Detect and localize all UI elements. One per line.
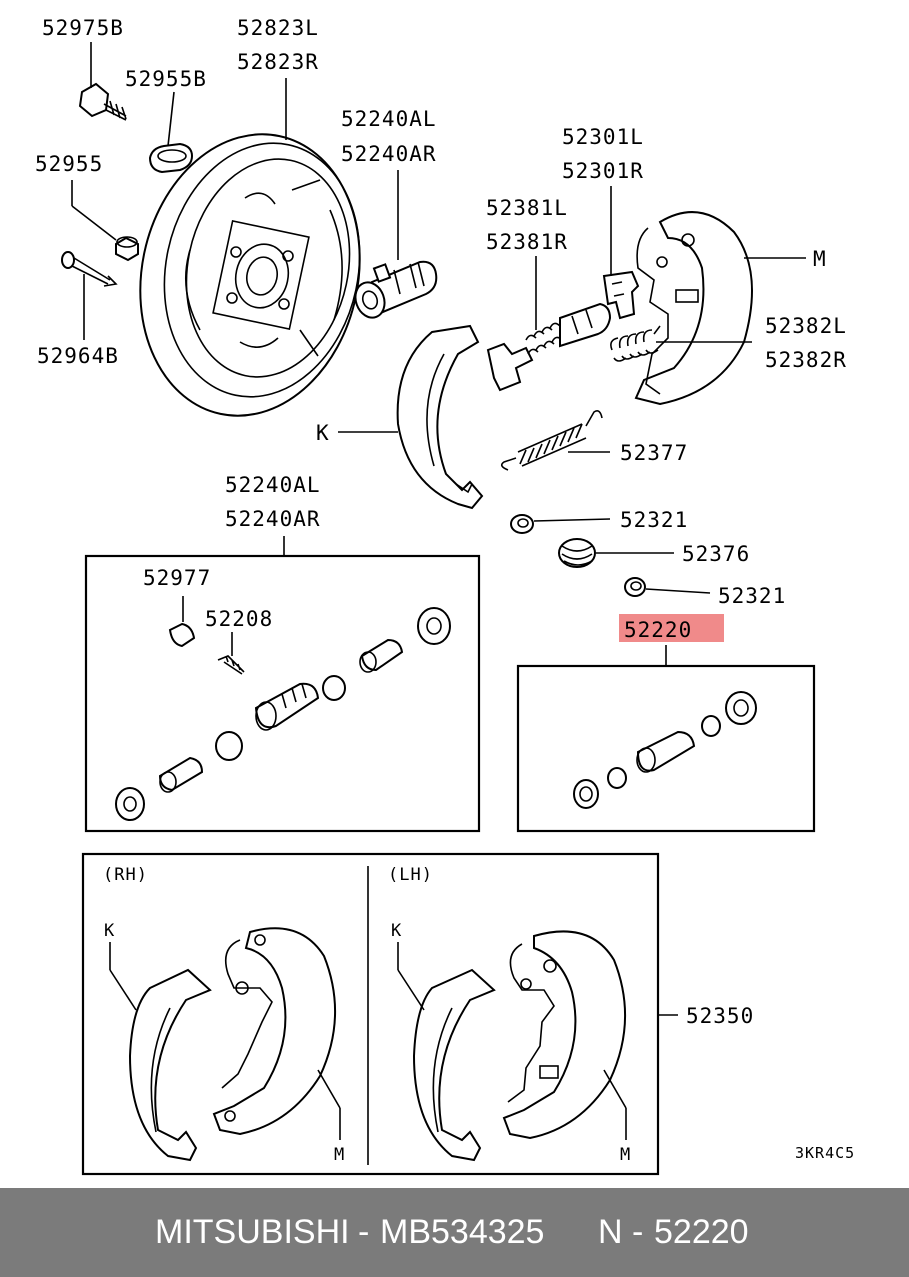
label-rh: (RH) <box>103 865 148 885</box>
label-diagram-code: 3KR4C5 <box>795 1144 855 1162</box>
spring-52376 <box>558 538 596 568</box>
label-52301r: 52301R <box>562 159 644 183</box>
label-52977: 52977 <box>143 566 211 590</box>
label-k-lh: K <box>391 921 402 941</box>
plug-52955b <box>148 142 194 174</box>
label-52321-b: 52321 <box>718 584 786 608</box>
label-m-rh: M <box>334 1145 345 1165</box>
label-lh: (LH) <box>388 865 433 885</box>
label-52381r: 52381R <box>486 230 568 254</box>
label-52240al-top: 52240AL <box>341 107 437 131</box>
label-m-top: M <box>813 247 827 271</box>
bolt-52975b <box>78 82 127 121</box>
label-52376: 52376 <box>682 542 750 566</box>
footer-ref-number: 52220 <box>654 1213 749 1251</box>
label-52955b: 52955B <box>125 67 207 91</box>
label-52382l: 52382L <box>765 314 847 338</box>
adjuster-52381 <box>486 302 612 392</box>
footer-part-number: MB534325 <box>380 1213 545 1251</box>
label-k-rh: K <box>104 921 115 941</box>
label-52301l: 52301L <box>562 125 644 149</box>
footer-brand: MITSUBISHI <box>155 1213 350 1251</box>
label-52220: 52220 <box>624 618 692 642</box>
shoe-m-top <box>634 211 753 406</box>
washer-52321-a <box>510 514 534 534</box>
label-52823l: 52823L <box>237 16 319 40</box>
parts-diagram: 52975B 52823L 52823R 52955B 52955 52964B… <box>35 16 855 1176</box>
spring-52382 <box>610 325 661 362</box>
kit-box-52240 <box>84 554 481 833</box>
footer-bar: MITSUBISHI - MB534325 N - 52220 <box>0 1188 909 1277</box>
label-52240ar-top: 52240AR <box>341 142 437 166</box>
pin-52964b <box>61 251 118 287</box>
kit-52240-parts <box>115 607 451 821</box>
kit-box-52350 <box>81 852 660 1176</box>
label-52240al-kit: 52240AL <box>225 473 321 497</box>
label-52321-a: 52321 <box>620 508 688 532</box>
label-m-lh: M <box>620 1145 631 1165</box>
bushing-52955 <box>115 236 139 262</box>
label-52382r: 52382R <box>765 348 847 372</box>
label-52955: 52955 <box>35 152 103 176</box>
kit-52220-parts <box>573 691 757 809</box>
shoe-k-lh <box>412 968 496 1162</box>
lever-52301 <box>602 270 640 320</box>
highlight-52220 <box>619 614 724 642</box>
footer-dash-2: - <box>632 1213 644 1251</box>
label-52381l: 52381L <box>486 196 568 220</box>
label-52975b: 52975B <box>42 16 124 40</box>
label-52208: 52208 <box>205 607 273 631</box>
label-k-top: K <box>316 421 330 445</box>
shoe-m-lh <box>502 930 626 1140</box>
shoe-k-top <box>396 324 484 510</box>
washer-52321-b <box>624 577 646 597</box>
label-52964b: 52964B <box>37 344 119 368</box>
spring-52377 <box>500 410 603 471</box>
label-52240ar-kit: 52240AR <box>225 507 321 531</box>
shoe-m-rh <box>212 927 336 1136</box>
footer-n-label: N <box>598 1213 623 1251</box>
wheel-cylinder-top <box>354 260 438 319</box>
label-52377: 52377 <box>620 441 688 465</box>
label-52350: 52350 <box>686 1004 754 1028</box>
backing-plate <box>139 133 361 417</box>
footer-dash-1: - <box>358 1213 370 1251</box>
label-52823r: 52823R <box>237 50 319 74</box>
shoe-k-rh <box>128 968 212 1162</box>
